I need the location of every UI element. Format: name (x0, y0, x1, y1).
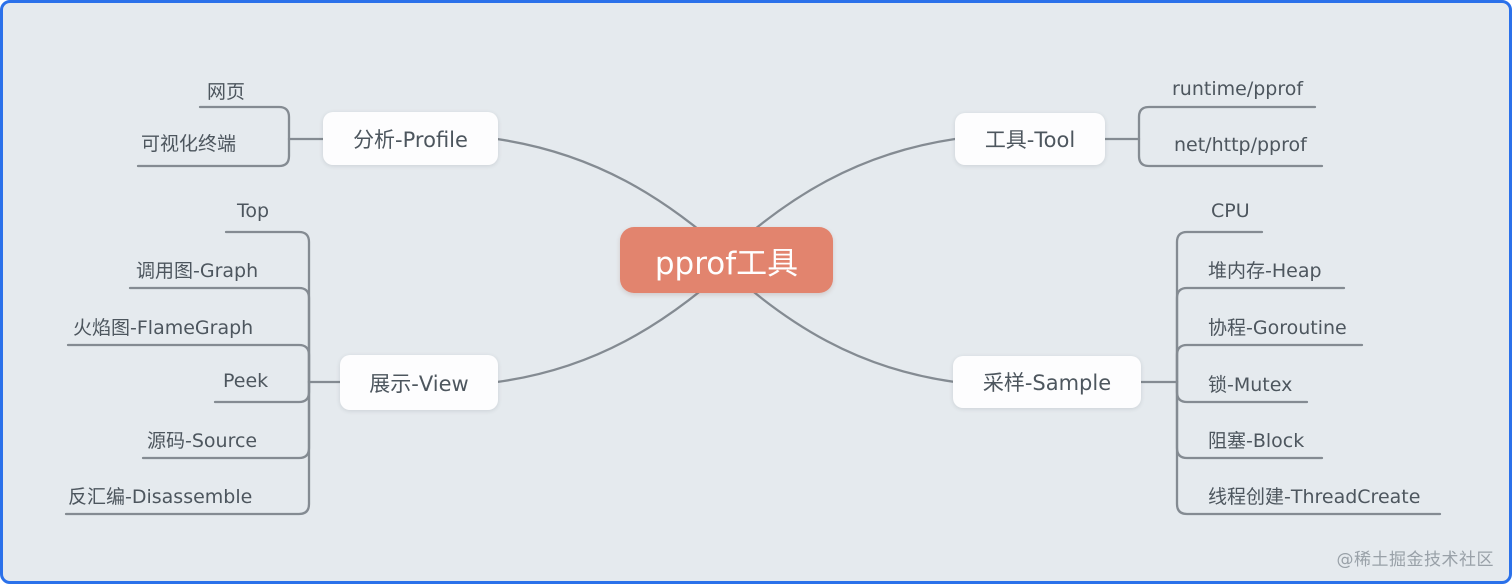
connector-view-flamegraph (66, 343, 311, 384)
child-topic-cpu[interactable]: CPU (1211, 200, 1250, 222)
child-topic-source[interactable]: 源码-Source (147, 430, 258, 452)
branch-topic-sample[interactable]: 采样-Sample (953, 356, 1141, 408)
child-topic-mutex[interactable]: 锁-Mutex (1208, 374, 1293, 396)
child-topic-flamegraph[interactable]: 火焰图-FlameGraph (73, 317, 254, 339)
child-topic-top[interactable]: Top (237, 200, 270, 222)
connector-tool-nethttp (1137, 137, 1324, 168)
connector-view-top (224, 230, 311, 384)
child-topic-net-http-pprof[interactable]: net/http/pprof (1174, 134, 1307, 156)
branch-topic-tool[interactable]: 工具-Tool (955, 113, 1105, 165)
connector-sample-heap (1175, 286, 1346, 384)
connector-sample-goroutine (1175, 343, 1364, 384)
child-topic-threadcreate[interactable]: 线程创建-ThreadCreate (1208, 486, 1421, 508)
child-topic-web[interactable]: 网页 (207, 81, 246, 103)
child-topic-heap[interactable]: 堆内存-Heap (1208, 260, 1322, 282)
connector-sample-threadcreate (1175, 380, 1442, 516)
branch-topic-view[interactable]: 展示-View (340, 355, 498, 410)
root-topic-pprof[interactable]: pprof工具 (620, 227, 833, 293)
branch-topic-profile[interactable]: 分析-Profile (323, 112, 498, 165)
connector-view-disassemble (64, 380, 311, 516)
watermark: @稀土掘金技术社区 (1336, 550, 1494, 570)
child-topic-peek[interactable]: Peek (223, 370, 269, 392)
child-topic-disassemble[interactable]: 反汇编-Disassemble (68, 486, 253, 508)
connector-view-graph (128, 286, 311, 384)
child-topic-goroutine[interactable]: 协程-Goroutine (1208, 317, 1347, 339)
child-topic-runtime-pprof[interactable]: runtime/pprof (1172, 78, 1304, 100)
connector-tool-runtime (1137, 105, 1317, 141)
child-topic-block[interactable]: 阻塞-Block (1208, 430, 1305, 452)
child-topic-graph[interactable]: 调用图-Graph (136, 260, 259, 282)
connector-sample-cpu (1175, 230, 1264, 384)
child-topic-terminal[interactable]: 可视化终端 (141, 133, 237, 155)
connector-profile-terminal (136, 137, 291, 168)
connector-profile-web (198, 105, 291, 141)
